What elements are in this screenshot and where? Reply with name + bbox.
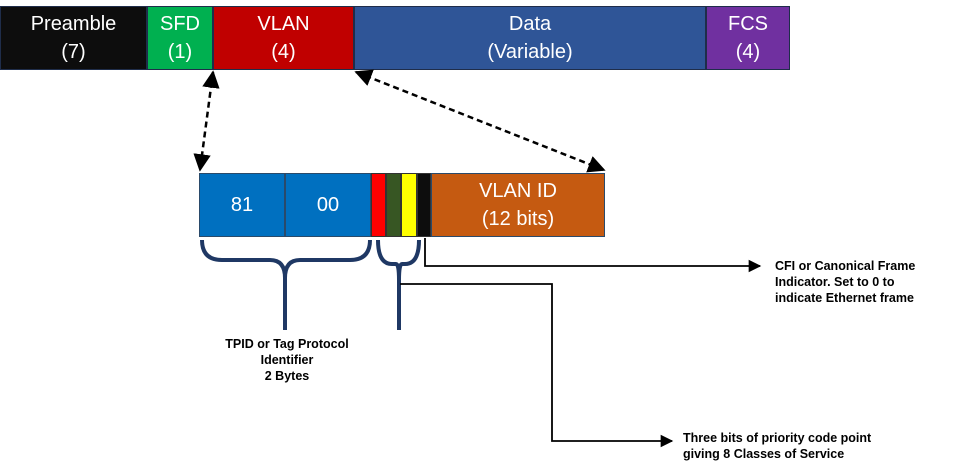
pcp-brace — [376, 239, 421, 330]
pcp-bit-1 — [371, 173, 386, 237]
tpid-annotation-line-2: Identifier — [260, 353, 314, 367]
pcp-bit-3 — [401, 173, 417, 237]
tpid-byte-1-value: 81 — [230, 194, 254, 216]
pcp-bit-2 — [386, 173, 401, 237]
cfi-annotation: CFI or Canonical Frame Indicator. Set to… — [775, 258, 965, 306]
tpid-annotation-line-3: 2 Bytes — [264, 369, 310, 383]
cfi-annotation-line-3: indicate Ethernet frame — [775, 291, 914, 305]
sfd-size: (1) — [167, 41, 193, 63]
preamble-size: (7) — [61, 41, 86, 63]
cfi-annotation-line-1: CFI or Canonical Frame — [775, 259, 916, 273]
pcp-annotation-line-1: Three bits of priority code point — [683, 431, 872, 445]
cfi-pointer-line — [424, 238, 762, 273]
vlan-size: (4) — [271, 41, 296, 63]
vlan-id-field: VLAN ID (12 bits) — [431, 173, 605, 237]
cfi-annotation-line-2: Indicator. Set to 0 to — [775, 275, 895, 289]
tpid-byte-2: 00 — [285, 173, 371, 237]
tpid-byte-2-value: 00 — [316, 194, 340, 216]
pcp-annotation: Three bits of priority code point giving… — [683, 430, 968, 462]
cfi-bit — [417, 173, 431, 237]
pcp-pointer-line — [400, 283, 674, 448]
dashed-arrow-right — [354, 69, 606, 173]
frame-field-sfd: SFD (1) — [147, 6, 213, 70]
frame-field-preamble: Preamble (7) — [0, 6, 147, 70]
tpid-annotation-line-1: TPID or Tag Protocol — [225, 337, 349, 351]
vlan-name: VLAN — [257, 13, 310, 35]
vlan-id-size: (12 bits) — [481, 208, 555, 230]
tpid-annotation: TPID or Tag Protocol Identifier 2 Bytes — [212, 336, 362, 384]
sfd-name: SFD — [160, 13, 200, 35]
frame-field-data: Data (Variable) — [354, 6, 706, 70]
data-name: Data — [508, 13, 552, 35]
frame-field-fcs: FCS (4) — [706, 6, 790, 70]
fcs-name: FCS — [728, 13, 768, 35]
tpid-byte-1: 81 — [199, 173, 285, 237]
pcp-annotation-line-2: giving 8 Classes of Service — [683, 447, 845, 461]
vlan-id-label: VLAN ID — [479, 180, 557, 202]
dashed-arrow-left — [193, 70, 220, 172]
data-size: (Variable) — [487, 41, 573, 63]
preamble-name: Preamble — [30, 13, 117, 35]
fcs-size: (4) — [735, 41, 761, 63]
tpid-brace — [200, 239, 372, 330]
frame-field-vlan: VLAN (4) — [213, 6, 354, 70]
